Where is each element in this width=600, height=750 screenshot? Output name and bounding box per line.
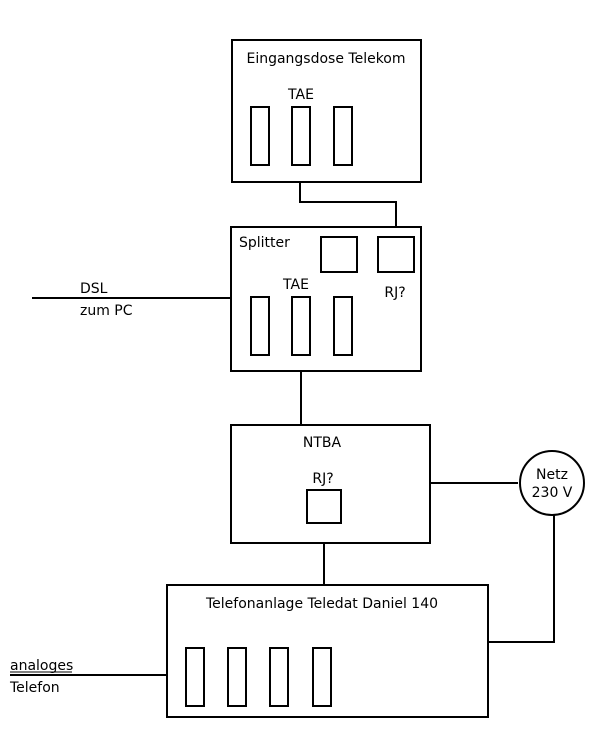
telekom-title: Eingangsdose Telekom	[246, 51, 405, 67]
ntba-rj-port	[306, 489, 342, 524]
netz-power: Netz 230 V	[519, 450, 585, 516]
dsl-pc-label: zum PC	[80, 303, 133, 319]
telekom-port-tae	[291, 106, 311, 166]
splitter-port-tae	[291, 296, 311, 356]
anlage-port-1	[185, 647, 205, 707]
netz-label: Netz	[536, 467, 568, 483]
splitter-title: Splitter	[239, 235, 290, 251]
anlage-port-4	[312, 647, 332, 707]
splitter-rj-port	[377, 236, 415, 273]
wire-netz-to-anlage	[488, 515, 555, 643]
splitter-square-port	[320, 236, 358, 273]
splitter-port-left	[250, 296, 270, 356]
splitter-rj-label: RJ?	[384, 285, 405, 301]
netz-voltage-label: 230 V	[532, 485, 573, 501]
anlage-port-2	[227, 647, 247, 707]
telekom-port-right	[333, 106, 353, 166]
telekom-socket: Eingangsdose Telekom TAE	[231, 39, 422, 183]
splitter: Splitter RJ? TAE	[230, 226, 422, 372]
anlage-port-3	[269, 647, 289, 707]
splitter-port-right	[333, 296, 353, 356]
telekom-port-left	[250, 106, 270, 166]
telekom-tae-label: TAE	[287, 87, 314, 103]
ntba: NTBA RJ?	[230, 424, 431, 544]
ntba-title: NTBA	[303, 435, 342, 451]
splitter-tae-label: TAE	[282, 277, 309, 293]
dsl-label: DSL	[80, 281, 108, 297]
anlage-title: Telefonanlage Teledat Daniel 140	[205, 596, 438, 612]
ntba-rj-label: RJ?	[312, 471, 333, 487]
telefon-label-2: Telefon	[9, 680, 60, 696]
telefonanlage: Telefonanlage Teledat Daniel 140	[166, 584, 489, 718]
telefon-label: analoges	[10, 658, 73, 674]
